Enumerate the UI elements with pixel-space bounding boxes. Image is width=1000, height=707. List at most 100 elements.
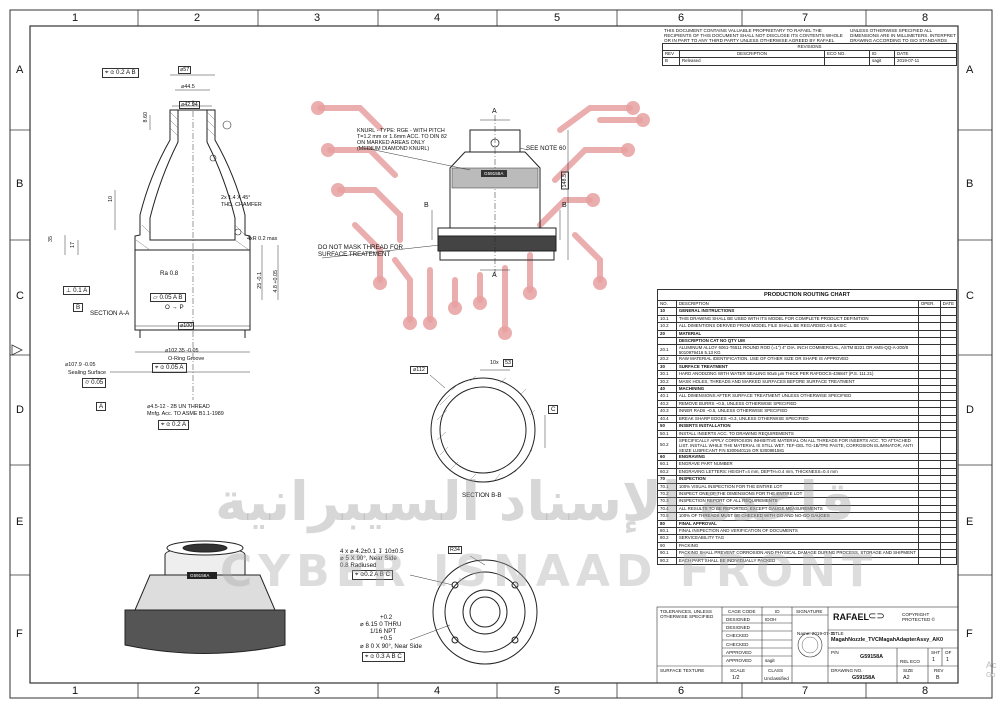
zone-col-1-bottom: 1 bbox=[72, 685, 79, 697]
countersink-note: ⌀ 8 0 X 90°, Near Side bbox=[360, 643, 422, 650]
routing-date-cell bbox=[939, 414, 958, 424]
routing-step-description: INSERTS INSTALLATION bbox=[675, 422, 919, 431]
routing-date-cell bbox=[939, 385, 958, 394]
routing-oper-cell bbox=[917, 475, 941, 484]
routing-oper-cell bbox=[917, 497, 941, 506]
routing-col-oper: OPER. bbox=[917, 299, 941, 309]
rev-col-eco: ECO NO. bbox=[824, 50, 870, 59]
routing-date-cell bbox=[939, 407, 958, 416]
id-label: ID bbox=[775, 609, 780, 614]
routing-step-description: GENERAL INSTRUCTIONS bbox=[675, 307, 919, 316]
size-label: SIZE bbox=[903, 668, 914, 673]
zone-col-4-bottom: 4 bbox=[434, 685, 441, 697]
zone-col-3-bottom: 3 bbox=[314, 685, 321, 697]
side-dim-4-8: 4.8 +0.05 bbox=[273, 270, 279, 293]
section-a-a-drawing bbox=[134, 109, 251, 338]
zone-col-6: 6 bbox=[678, 12, 685, 24]
dim-148-5: 148.5 bbox=[561, 172, 569, 190]
company-logo: RAFAEL bbox=[833, 612, 869, 622]
dim-10: 10 bbox=[108, 196, 114, 202]
routing-step-description: SERVICEABILITY TAG bbox=[675, 534, 919, 543]
routing-date-cell bbox=[939, 370, 958, 379]
datum-a: A bbox=[96, 402, 107, 411]
routing-date-cell bbox=[939, 526, 958, 536]
routing-date-cell bbox=[939, 436, 958, 454]
routing-step-no: 30 bbox=[657, 362, 677, 372]
routing-step-no: 50 bbox=[657, 422, 677, 431]
dim-d42-94: ⌀42.94 bbox=[179, 101, 200, 109]
circuit-logo bbox=[317, 105, 643, 333]
routing-step-no: 10.1 bbox=[657, 314, 677, 324]
routing-date-cell bbox=[939, 460, 958, 469]
o-ring-groove: O-Ring Groove bbox=[168, 356, 205, 362]
routing-title: PRODUCTION ROUTING CHART bbox=[657, 289, 957, 301]
radius-34: R34 bbox=[448, 546, 462, 554]
role-checked-2: CHECKED bbox=[726, 642, 749, 647]
rev-date: 2019-07-11 bbox=[894, 57, 957, 66]
routing-oper-cell bbox=[917, 362, 941, 372]
zone-col-7-bottom: 7 bbox=[802, 685, 809, 697]
routing-step-no: 10 bbox=[657, 307, 677, 316]
section-b-b-label: SECTION B-B bbox=[462, 492, 502, 499]
dimensions-note: UNLESS OTHERWISE SPECIFIED ALL DIMENSION… bbox=[850, 28, 956, 43]
outer-border bbox=[9, 9, 993, 699]
iso-engraving bbox=[187, 572, 217, 579]
role-designed-1: DESIGNED bbox=[726, 617, 750, 622]
routing-step-description: PACKING SHALL PREVENT CORROSION AND PHYS… bbox=[675, 549, 919, 558]
routing-date-cell bbox=[939, 467, 958, 477]
chamfer-note: 2x 1.4 X 45° bbox=[221, 195, 251, 201]
section-mark-a-top: A bbox=[492, 108, 497, 115]
routing-oper-cell bbox=[917, 452, 941, 462]
routing-step-no: 40.4 bbox=[657, 414, 677, 424]
zone-row-e: E bbox=[16, 516, 24, 528]
dim-10x: 10x bbox=[490, 360, 499, 366]
sheet-label: SHT bbox=[931, 650, 941, 655]
routing-date-cell bbox=[939, 399, 958, 409]
knurl-line-1: KNURL - TYPE: RGE - WITH PITCH bbox=[357, 128, 445, 134]
edge-text-1: Ac bbox=[986, 660, 997, 670]
routing-date-cell bbox=[939, 534, 958, 543]
production-routing-chart: PRODUCTION ROUTING CHART NO. DESCRIPTION… bbox=[657, 289, 958, 566]
routing-date-cell bbox=[939, 377, 958, 387]
nozzle-front-view bbox=[437, 115, 557, 275]
knurl-line-3: ON MARKED AREAS ONLY bbox=[357, 140, 425, 146]
routing-step-no: 20.1 bbox=[657, 344, 677, 357]
gdt-sealing: ⌭ 0.05 bbox=[82, 378, 107, 388]
routing-oper-cell bbox=[917, 534, 941, 543]
size-value: A2 bbox=[903, 675, 910, 681]
routing-date-cell bbox=[939, 355, 958, 364]
zone-col-7: 7 bbox=[802, 12, 809, 24]
gdt-flatness: ⏥ 0.05 A B bbox=[150, 293, 186, 302]
routing-oper-cell bbox=[917, 407, 941, 416]
routing-step-description: EACH PART SHALL BE INDIVIDUALLY PACKED bbox=[675, 556, 919, 566]
dim-53: 53 bbox=[503, 359, 513, 367]
routing-date-cell bbox=[939, 307, 958, 316]
knurl-line-2: T=1.2 mm or 1.6mm ACC. TO DIN 82 bbox=[357, 134, 447, 140]
surface-texture-label: SURFACE TEXTURE bbox=[660, 668, 705, 673]
thru-dia: ⌀ 6.15 0 THRU bbox=[360, 621, 402, 628]
scale-label: SCALE bbox=[730, 668, 746, 673]
routing-step-no: 40.3 bbox=[657, 407, 677, 416]
datum-b: B bbox=[73, 303, 84, 312]
zone-col-2: 2 bbox=[194, 12, 201, 24]
routing-date-cell bbox=[939, 519, 958, 528]
gdt-perpendicularity: ⊥ 0.1 A bbox=[63, 286, 91, 295]
rev-id: sagit bbox=[869, 57, 895, 66]
routing-step-description: RAW MATERIAL IDENTIFICATION. USE OF OTHE… bbox=[675, 355, 919, 364]
zone-col-1: 1 bbox=[72, 12, 79, 24]
thru-npt: 1/16 NPT bbox=[370, 628, 397, 635]
rev-col-description: DESCRIPTION bbox=[679, 50, 825, 59]
routing-oper-cell bbox=[917, 460, 941, 469]
routing-oper-cell bbox=[917, 541, 941, 551]
routing-step-no: 40 bbox=[657, 385, 677, 394]
